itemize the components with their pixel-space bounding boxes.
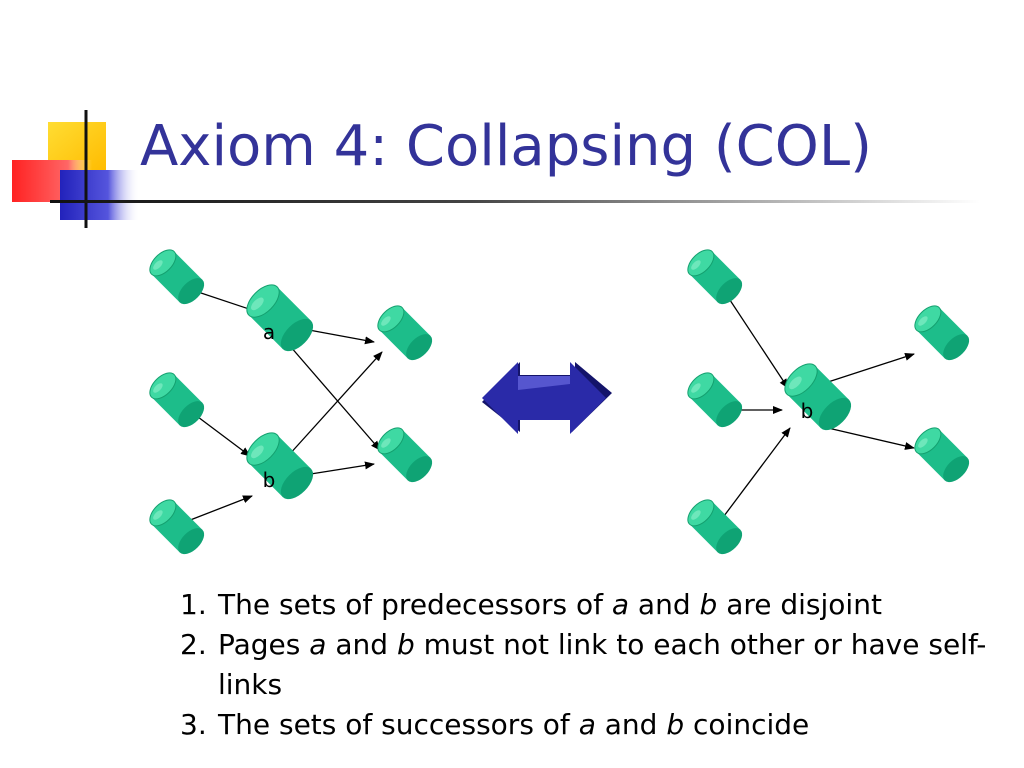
condition-text: The sets of successors of <box>218 708 579 741</box>
condition-text: Pages <box>218 628 310 661</box>
condition-variable: a <box>611 588 630 621</box>
condition-variable: a <box>309 628 327 661</box>
node-right-pred-2 <box>682 367 748 433</box>
edge-rp1-to-b <box>721 287 789 389</box>
node-a-label: a <box>263 320 275 344</box>
edge-rp3-to-b <box>717 427 791 525</box>
node-left-succ-1 <box>372 300 438 366</box>
condition-item: 3. The sets of successors of a and b coin… <box>180 705 1000 745</box>
edge-b-to-s1 <box>287 351 383 457</box>
condition-text: and <box>595 708 667 741</box>
condition-item: 1. The sets of predecessors of a and b ar… <box>180 585 1000 625</box>
condition-variable: b <box>699 588 718 621</box>
node-b-right <box>778 357 858 437</box>
edge-b-to-rs2 <box>827 427 915 450</box>
node-right-pred-1 <box>682 244 748 310</box>
edge-a-to-s2 <box>289 345 381 451</box>
arrow-highlight <box>518 376 570 390</box>
left-graph: a b <box>144 244 438 560</box>
node-left-pred-1 <box>144 244 210 310</box>
condition-text: are disjoint <box>717 588 882 621</box>
node-right-succ-1 <box>909 300 975 366</box>
node-left-pred-3 <box>144 494 210 560</box>
node-b-right-label: b <box>801 399 814 423</box>
node-left-pred-2 <box>144 367 210 433</box>
slide-title: Axiom 4: Collapsing (COL) <box>140 114 872 179</box>
condition-text: must not link to each other or have self… <box>218 628 987 701</box>
double-headed-arrow-icon <box>482 362 612 434</box>
node-left-succ-2 <box>372 422 438 488</box>
node-a <box>240 278 320 358</box>
condition-number: 1. <box>180 588 207 621</box>
edge-b-to-rs1 <box>827 352 915 383</box>
node-right-pred-3 <box>682 494 748 560</box>
condition-number: 3. <box>180 708 207 741</box>
edge-p3-to-b <box>179 495 253 525</box>
condition-item: 2. Pages a and b must not link to each ot… <box>180 625 1000 705</box>
condition-text: coincide <box>684 708 810 741</box>
node-b-left <box>240 426 320 506</box>
condition-text: and <box>629 588 700 621</box>
condition-text: and <box>326 628 397 661</box>
conditions-list: 1. The sets of predecessors of a and b ar… <box>180 585 1000 745</box>
condition-text: The sets of predecessors of <box>218 588 612 621</box>
condition-variable: b <box>666 708 685 741</box>
logo-blue-square <box>60 170 140 220</box>
title-underline <box>50 200 980 203</box>
node-b-left-label: b <box>263 468 276 492</box>
right-graph: b <box>682 244 975 560</box>
node-right-succ-2 <box>909 422 975 488</box>
condition-variable: a <box>578 708 596 741</box>
condition-number: 2. <box>180 628 207 661</box>
slide-logo <box>12 110 140 228</box>
arrow-body <box>482 362 606 434</box>
condition-variable: b <box>396 628 415 661</box>
